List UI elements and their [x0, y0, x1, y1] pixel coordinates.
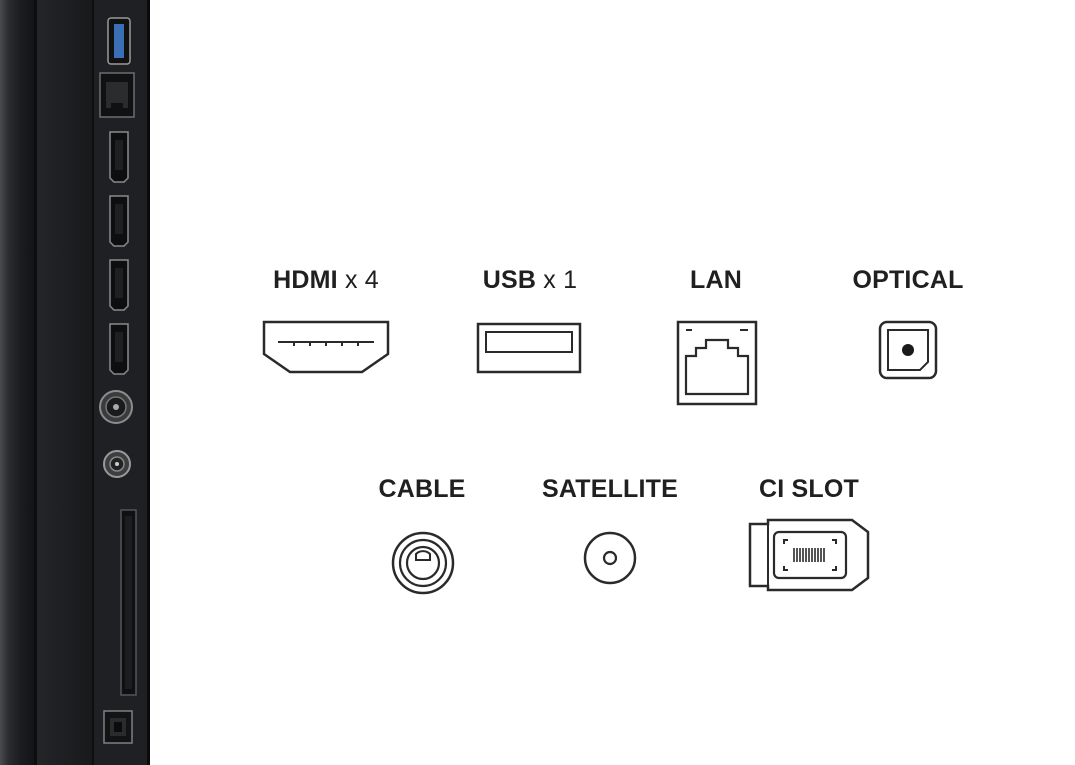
- optical-port-icon: [878, 320, 938, 380]
- lan-label-text: LAN: [690, 266, 742, 294]
- tv-side-panel-photo: [0, 0, 150, 765]
- tv-side-panel-drawing: [0, 0, 150, 765]
- port-label-cable: CABLE: [378, 477, 465, 502]
- port-label-optical: OPTICAL: [852, 268, 963, 293]
- ci-slot-card-icon: [748, 518, 870, 592]
- tv-usb-port: [107, 17, 131, 65]
- port-label-ci-slot: CI SLOT: [759, 477, 859, 502]
- tv-hdmi-port: [109, 259, 129, 311]
- usb-port-icon: [476, 322, 582, 374]
- satellite-label-text: SATELLITE: [541, 475, 679, 503]
- tv-hdmi-port: [109, 323, 129, 375]
- port-label-usb: USB x 1: [483, 268, 578, 293]
- tv-back-surface: [37, 0, 92, 765]
- tv-cable-port: [99, 390, 133, 424]
- port-label-satellite: SATELLITE: [542, 477, 678, 502]
- tv-ci-slot: [120, 509, 137, 696]
- cable-label-text: CABLE: [378, 475, 466, 503]
- optical-label-text: OPTICAL: [852, 266, 964, 294]
- ci-slot-label-text: CI SLOT: [758, 475, 860, 503]
- hdmi-port-icon: [262, 320, 390, 374]
- hdmi-count-text: x 4: [344, 266, 379, 294]
- ethernet-port-icon: [676, 320, 758, 406]
- tv-optical-port: [103, 710, 133, 744]
- coaxial-cable-port-icon: [391, 531, 455, 595]
- usb-count-text: x 1: [543, 266, 578, 294]
- port-label-hdmi: HDMI x 4: [273, 268, 379, 293]
- satellite-port-icon: [583, 531, 637, 585]
- usb-label-text: USB: [482, 266, 537, 294]
- tv-hdmi-port: [109, 195, 129, 247]
- hdmi-label-text: HDMI: [273, 266, 338, 294]
- tv-satellite-port: [103, 450, 131, 478]
- tv-lan-port: [99, 72, 135, 118]
- tv-hdmi-port: [109, 131, 129, 183]
- tv-bezel-edge: [0, 0, 34, 765]
- port-label-lan: LAN: [690, 268, 742, 293]
